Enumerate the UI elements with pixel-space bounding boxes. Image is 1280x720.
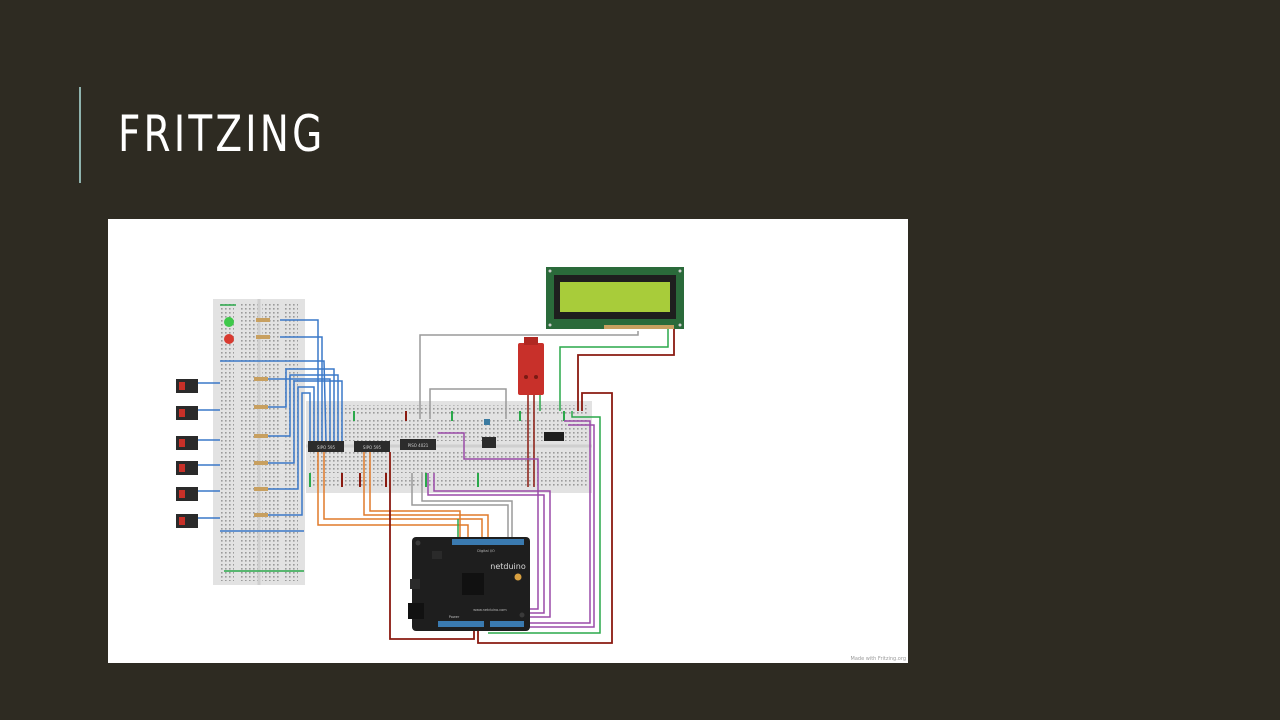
gray-wires <box>411 331 639 541</box>
led-green <box>224 317 234 327</box>
purple-wires <box>427 420 595 628</box>
green-wires-right <box>457 329 669 634</box>
breadboard-vertical <box>213 299 305 585</box>
darkred-wires <box>389 329 675 644</box>
netduino-url: www.netduino.com <box>473 608 507 612</box>
netduino-power-label: Power <box>449 615 460 619</box>
ic-chips: SIPO 595 SIPO 595 PISO 4021 <box>308 419 564 452</box>
led-red <box>224 334 234 344</box>
netduino-board: netduino Digital I/O Power www.netduino.… <box>408 537 530 631</box>
netduino-logo-text: netduino <box>490 562 526 571</box>
blue-wires <box>220 319 343 532</box>
red-sensor-module <box>518 337 544 487</box>
breadboard-horizontal <box>306 401 592 493</box>
ic-label-1: SIPO 595 <box>317 445 336 450</box>
fritzing-diagram: SIPO 595 SIPO 595 PISO 4021 <box>108 219 908 663</box>
circuit-diagram: SIPO 595 SIPO 595 PISO 4021 <box>176 267 684 644</box>
lcd-display <box>546 267 684 329</box>
title-accent-bar <box>79 87 81 183</box>
resistors <box>254 318 270 517</box>
green-wires-left <box>220 304 304 572</box>
slide-title: FRITZING <box>118 105 326 163</box>
jumper-wires <box>309 411 565 487</box>
orange-wires <box>317 452 489 541</box>
push-buttons <box>176 379 220 528</box>
ic-label-2: SIPO 595 <box>363 445 382 450</box>
fritzing-watermark: Made with Fritzing.org <box>850 656 906 662</box>
netduino-header-label: Digital I/O <box>477 549 495 553</box>
ic-label-3: PISO 4021 <box>408 443 429 448</box>
